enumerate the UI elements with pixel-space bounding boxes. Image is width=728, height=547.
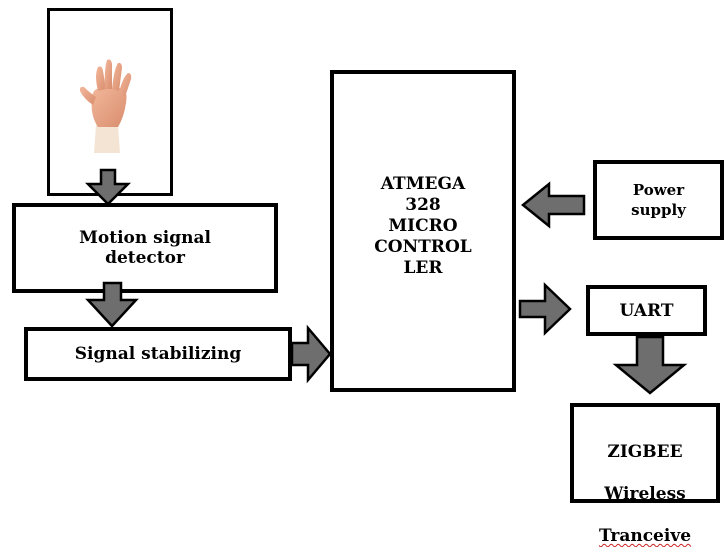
atmega328-microcontroller-block: ATMEGA 328 MICRO CONTROL LER (330, 70, 516, 392)
microcontroller-label: ATMEGA 328 MICRO CONTROL LER (374, 174, 472, 278)
hand-icon (79, 59, 132, 153)
zigbee-label-line1: ZIGBEE (607, 442, 683, 462)
signal-stabilizing-block: Signal stabilizing (24, 327, 292, 381)
power-supply-block: Power supply (593, 160, 724, 240)
uart-label: UART (619, 300, 674, 321)
arrows-layer (84, 168, 688, 395)
arrow-stabilizing-to-mcu (290, 324, 332, 384)
arrow-uart-to-zigbee (612, 335, 688, 395)
uart-block: UART (586, 285, 707, 336)
arrow-detector-to-stabilizing (85, 281, 139, 328)
zigbee-label-line3: Tranceive (598, 526, 692, 546)
motion-signal-detector-label: Motion signal detector (79, 228, 211, 268)
power-supply-label: Power supply (631, 181, 686, 219)
arrow-hand-to-detector (84, 168, 132, 206)
motion-signal-detector-block: Motion signal detector (12, 203, 278, 293)
arrow-power-to-mcu (521, 181, 586, 229)
signal-stabilizing-label: Signal stabilizing (74, 344, 242, 364)
arrow-mcu-to-uart (518, 282, 572, 336)
